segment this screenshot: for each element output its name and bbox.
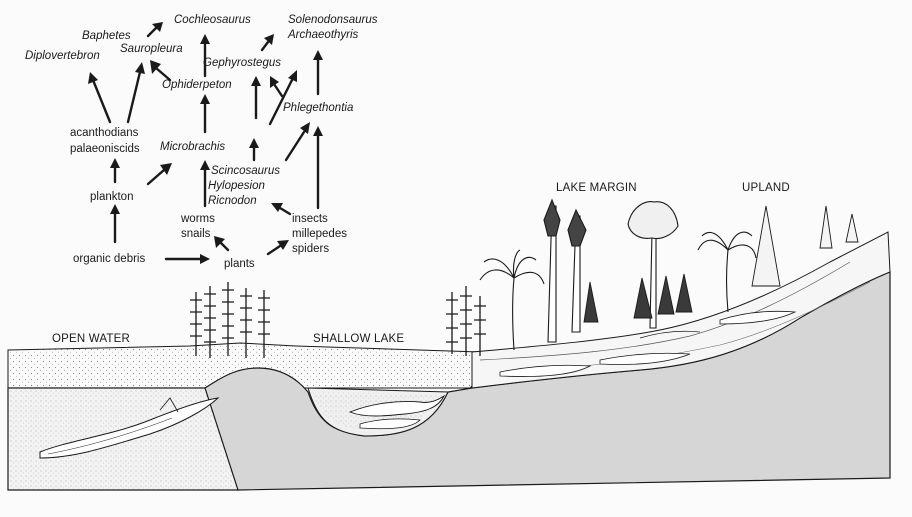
tree-ferns xyxy=(479,231,757,351)
conifer-trees xyxy=(583,205,859,323)
taxon-diplovertebron: Diplovertebron xyxy=(25,50,100,62)
taxon-phlegethontia: Phlegethontia xyxy=(283,102,354,114)
habitat-label-lake-margin: LAKE MARGIN xyxy=(556,182,637,194)
food-organic-debris: organic debris xyxy=(73,253,146,265)
taxon-microbrachis: Microbrachis xyxy=(160,141,226,153)
food-worms: worms xyxy=(181,213,215,225)
food-plankton: plankton xyxy=(90,191,134,203)
taxon-ophiderpeton: Ophiderpeton xyxy=(162,79,232,91)
taxon-solenodonsaurus: Solenodonsaurus xyxy=(288,14,378,26)
fish-illustration xyxy=(39,397,220,459)
food-millepedes: millepedes xyxy=(292,228,347,240)
taxon-scincosaurus: Scincosaurus xyxy=(211,165,281,177)
food-web-arrows xyxy=(88,22,323,264)
taxon-sauropleura: Sauropleura xyxy=(120,43,183,55)
food-acanthodians: acanthodians xyxy=(70,127,139,139)
food-plants: plants xyxy=(224,258,255,270)
food-snails: snails xyxy=(181,228,211,240)
taxon-gephyrostegus: Gephyrostegus xyxy=(203,57,281,69)
habitat-label-upland: UPLAND xyxy=(742,182,790,194)
lake-tetrapods xyxy=(348,394,446,430)
tall-trees xyxy=(543,198,679,343)
taxon-hylopesion: Hylopesion xyxy=(208,180,265,192)
food-palaeoniscids: palaeoniscids xyxy=(70,143,140,155)
taxon-cochleosaurus: Cochleosaurus xyxy=(174,14,251,26)
food-insects: insects xyxy=(292,213,328,225)
horsetail-plants xyxy=(190,282,486,358)
food-spiders: spiders xyxy=(292,243,330,255)
margin-tetrapods xyxy=(499,310,797,377)
taxon-ricnodon: Ricnodon xyxy=(208,195,257,207)
taxon-archaeothyris: Archaeothyris xyxy=(288,29,359,41)
habitat-label-shallow-lake: SHALLOW LAKE xyxy=(313,333,405,345)
habitat-label-open-water: OPEN WATER xyxy=(52,333,131,345)
taxon-baphetes: Baphetes xyxy=(82,30,131,42)
